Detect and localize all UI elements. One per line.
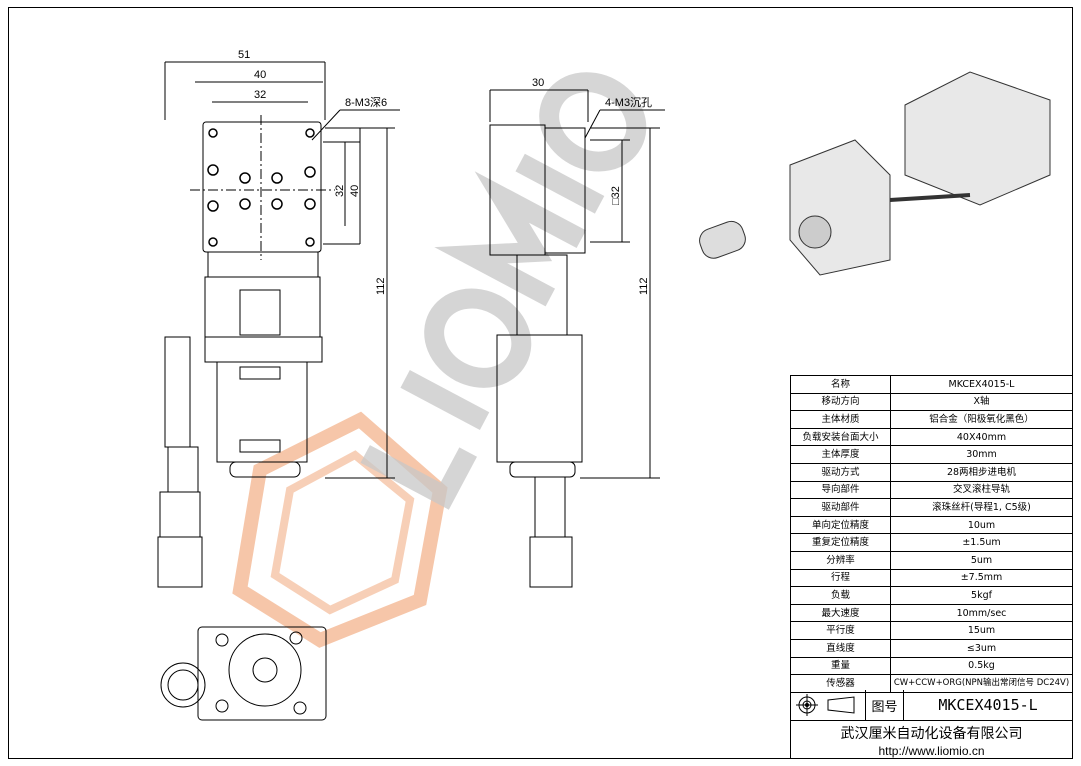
spec-key: 平行度 <box>790 621 891 640</box>
spec-value: CW+CCW+ORG(NPN输出常闭信号 DC24V) <box>890 674 1073 693</box>
spec-key: 重复定位精度 <box>790 533 891 552</box>
spec-value: 40X40mm <box>890 427 1073 447</box>
spec-value: 10um <box>890 515 1073 535</box>
spec-key: 直线度 <box>790 638 891 658</box>
spec-key: 驱动方式 <box>790 462 891 482</box>
spec-value: X轴 <box>890 392 1073 412</box>
dim-40: 40 <box>254 69 266 81</box>
spec-key: 负载安装台面大小 <box>790 427 891 447</box>
spec-value: MKCEX4015-L <box>890 375 1073 394</box>
spec-value: 28两相步进电机 <box>890 462 1073 482</box>
spec-row: 行程±7.5mm <box>790 568 1073 588</box>
dim-side-112: 112 <box>638 277 650 295</box>
spec-row: 重复定位精度±1.5um <box>790 533 1073 552</box>
spec-value: 5um <box>890 550 1073 570</box>
spec-row: 主体材质铝合金（阳极氧化黑色） <box>790 410 1073 429</box>
dim-front-112: 112 <box>375 277 387 295</box>
front-view <box>157 61 400 588</box>
dim-51: 51 <box>238 49 250 61</box>
isometric-view <box>699 71 1051 276</box>
spec-key: 单向定位精度 <box>790 515 891 535</box>
spec-value: 15um <box>890 621 1073 640</box>
spec-key: 负载 <box>790 586 891 605</box>
spec-value: 10mm/sec <box>890 603 1073 623</box>
dim-side-holes: 4-M3沉孔 <box>605 96 652 109</box>
title-block: 图号 MKCEX4015-L 武汉厘米自动化设备有限公司 http://www.… <box>790 690 1073 759</box>
spec-key: 传感器 <box>790 674 891 693</box>
dim-h32: 32 <box>334 185 346 197</box>
spec-value: 铝合金（阳极氧化黑色） <box>890 410 1073 429</box>
drawing-no: MKCEX4015-L <box>938 696 1038 714</box>
drawing-no-label: 图号 <box>866 690 904 720</box>
dim-h40: 40 <box>349 185 361 197</box>
dim-side-30: 30 <box>532 77 544 89</box>
spec-value: 滚珠丝杆(导程1, C5级) <box>890 498 1073 517</box>
spec-value: 0.5kg <box>890 656 1073 676</box>
company-url[interactable]: http://www.liomio.cn <box>878 744 985 758</box>
spec-key: 重量 <box>790 656 891 676</box>
spec-key: 主体材质 <box>790 410 891 429</box>
spec-key: 驱动部件 <box>790 498 891 517</box>
dim-front-holes: 8-M3深6 <box>345 96 387 109</box>
side-view <box>489 89 665 588</box>
spec-value: 交叉滚柱导轨 <box>890 480 1073 500</box>
spec-key: 名称 <box>790 375 891 394</box>
company-name: 武汉厘米自动化设备有限公司 <box>840 726 1023 742</box>
spec-value: ±7.5mm <box>890 568 1073 588</box>
spec-value: 30mm <box>890 445 1073 464</box>
spec-row: 导向部件交叉滚柱导轨 <box>790 480 1073 500</box>
spec-key: 分辨率 <box>790 550 891 570</box>
spec-key: 主体厚度 <box>790 445 891 464</box>
projection-symbol-icon <box>791 690 866 720</box>
spec-value: 5kgf <box>890 586 1073 605</box>
dim-32: 32 <box>254 89 266 101</box>
spec-key: 行程 <box>790 568 891 588</box>
spec-key: 移动方向 <box>790 392 891 412</box>
watermark-lettering <box>360 72 647 510</box>
spec-row: 直线度≤3um <box>790 638 1073 658</box>
bottom-view <box>160 626 327 721</box>
spec-key: 导向部件 <box>790 480 891 500</box>
spec-row: 驱动部件滚珠丝杆(导程1, C5级) <box>790 498 1073 517</box>
spec-value: ≤3um <box>890 638 1073 658</box>
dim-sq32: □32 <box>610 186 622 205</box>
spec-value: ±1.5um <box>890 533 1073 552</box>
logo-watermark <box>232 411 448 648</box>
spec-key: 最大速度 <box>790 603 891 623</box>
